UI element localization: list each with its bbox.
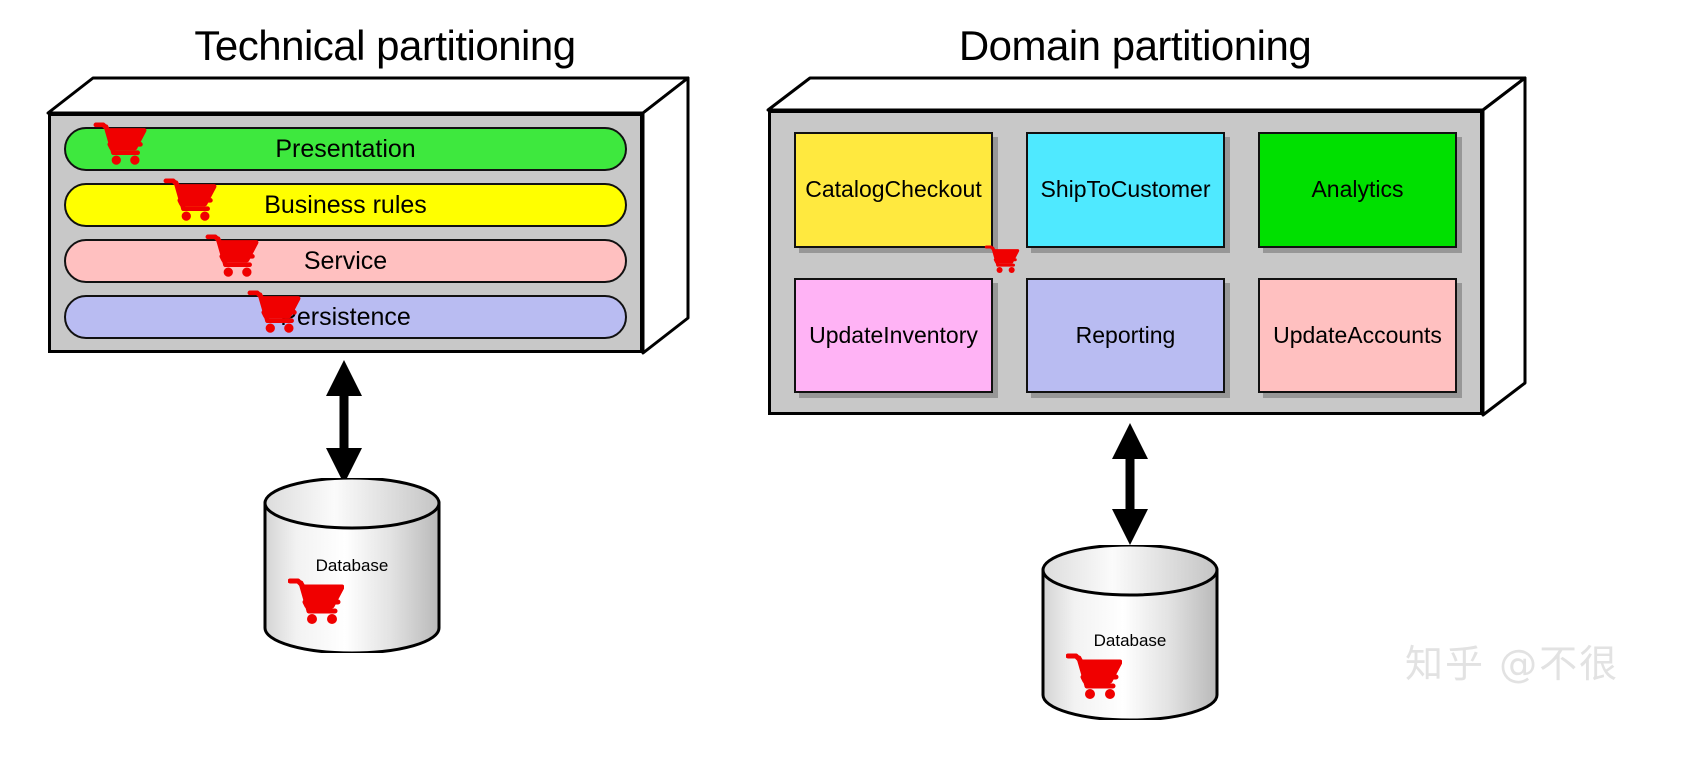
domain-service-reporting[interactable]: Reporting: [1026, 277, 1225, 393]
page-title-domain: Domain partitioning: [958, 22, 1312, 69]
page-title-technical: Technical partitioning: [194, 22, 576, 69]
technical-layer-business-rules[interactable]: Business rules: [64, 178, 627, 227]
domain-service-label: UpdateInventory: [809, 321, 978, 348]
technical-box-3d-shell: [46, 76, 690, 355]
domain-service-label: UpdateAccounts: [1273, 321, 1442, 348]
domain-service-updateaccounts[interactable]: UpdateAccounts: [1258, 277, 1457, 393]
domain-service-shiptocustomer[interactable]: ShipToCustomer: [1026, 132, 1225, 248]
domain-service-label: Analytics: [1311, 176, 1404, 203]
technical-database: Database: [262, 476, 442, 655]
domain-service-updateinventory[interactable]: UpdateInventory: [794, 277, 993, 393]
technical-layer-label: Presentation: [275, 134, 416, 163]
technical-layer-label: Persistence: [280, 302, 411, 331]
technical-database-label: Database: [315, 556, 389, 575]
domain-service-label: ShipToCustomer: [1040, 176, 1211, 203]
domain-database: Database: [1040, 543, 1220, 722]
domain-service-analytics[interactable]: Analytics: [1258, 132, 1457, 248]
domain-database-label: Database: [1093, 631, 1167, 650]
technical-layer-service[interactable]: Service: [64, 234, 627, 283]
domain-box-3d-shell: [766, 76, 1527, 417]
technical-layer-presentation[interactable]: Presentation: [64, 122, 627, 171]
technical-db-connector-arrow: [322, 360, 366, 489]
domain-db-connector-arrow: [1108, 423, 1152, 550]
double-headed-arrow-icon: [1112, 423, 1148, 545]
domain-service-catalogcheckout[interactable]: CatalogCheckout: [794, 132, 1020, 273]
watermark: 知乎 @不很: [1405, 642, 1620, 686]
shopping-cart-icon: [1065, 651, 1123, 704]
technical-layer-label: Service: [303, 246, 388, 275]
technical-layer-label: Business rules: [264, 190, 427, 219]
double-headed-arrow-icon: [326, 360, 362, 484]
shopping-cart-icon: [287, 576, 345, 629]
domain-service-label: CatalogCheckout: [805, 176, 982, 203]
technical-layer-persistence[interactable]: Persistence: [64, 290, 627, 339]
domain-service-label: Reporting: [1075, 321, 1176, 348]
